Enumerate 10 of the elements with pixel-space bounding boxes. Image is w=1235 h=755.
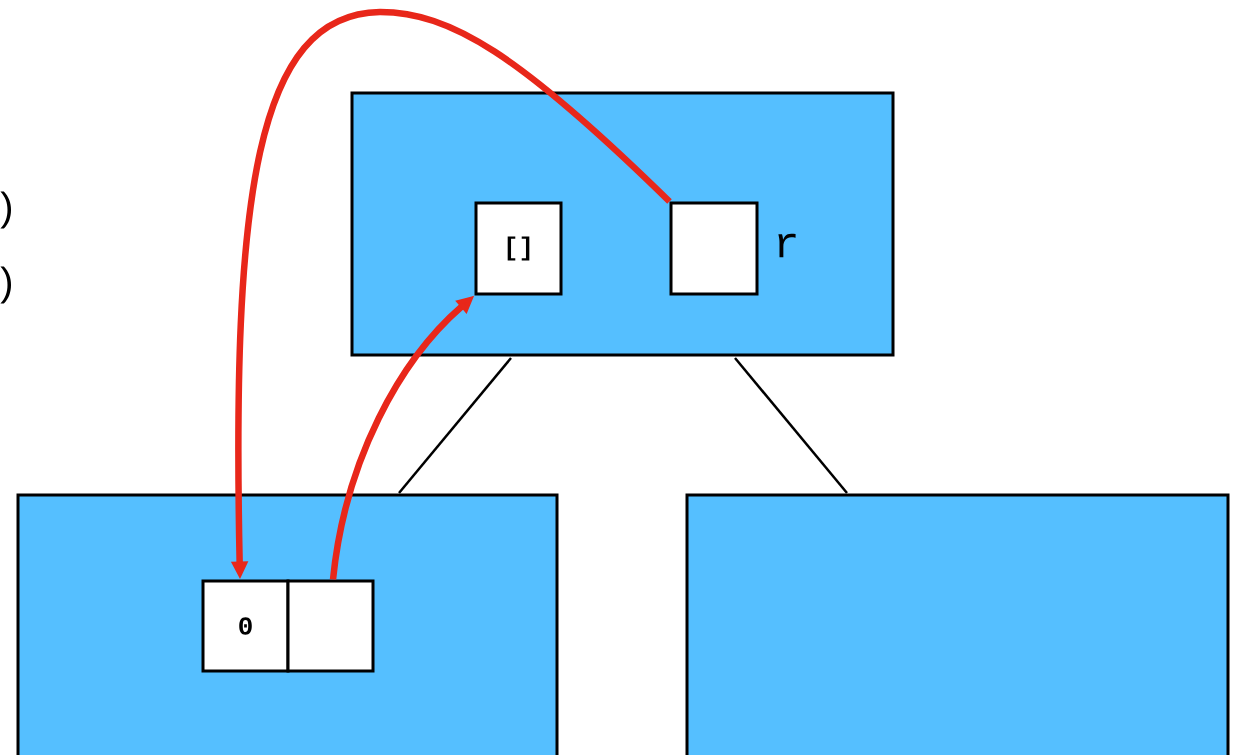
connector-line xyxy=(398,357,512,494)
cell-box: [] xyxy=(474,201,563,296)
parenthesis: ) xyxy=(0,191,11,229)
beside-label: r xyxy=(778,233,796,258)
cell-box xyxy=(669,201,759,296)
frame-box xyxy=(685,493,1230,755)
cell-box xyxy=(286,579,375,673)
parenthesis: ) xyxy=(0,266,11,304)
cell-box: 0 xyxy=(201,579,290,673)
connector-line xyxy=(734,357,848,494)
